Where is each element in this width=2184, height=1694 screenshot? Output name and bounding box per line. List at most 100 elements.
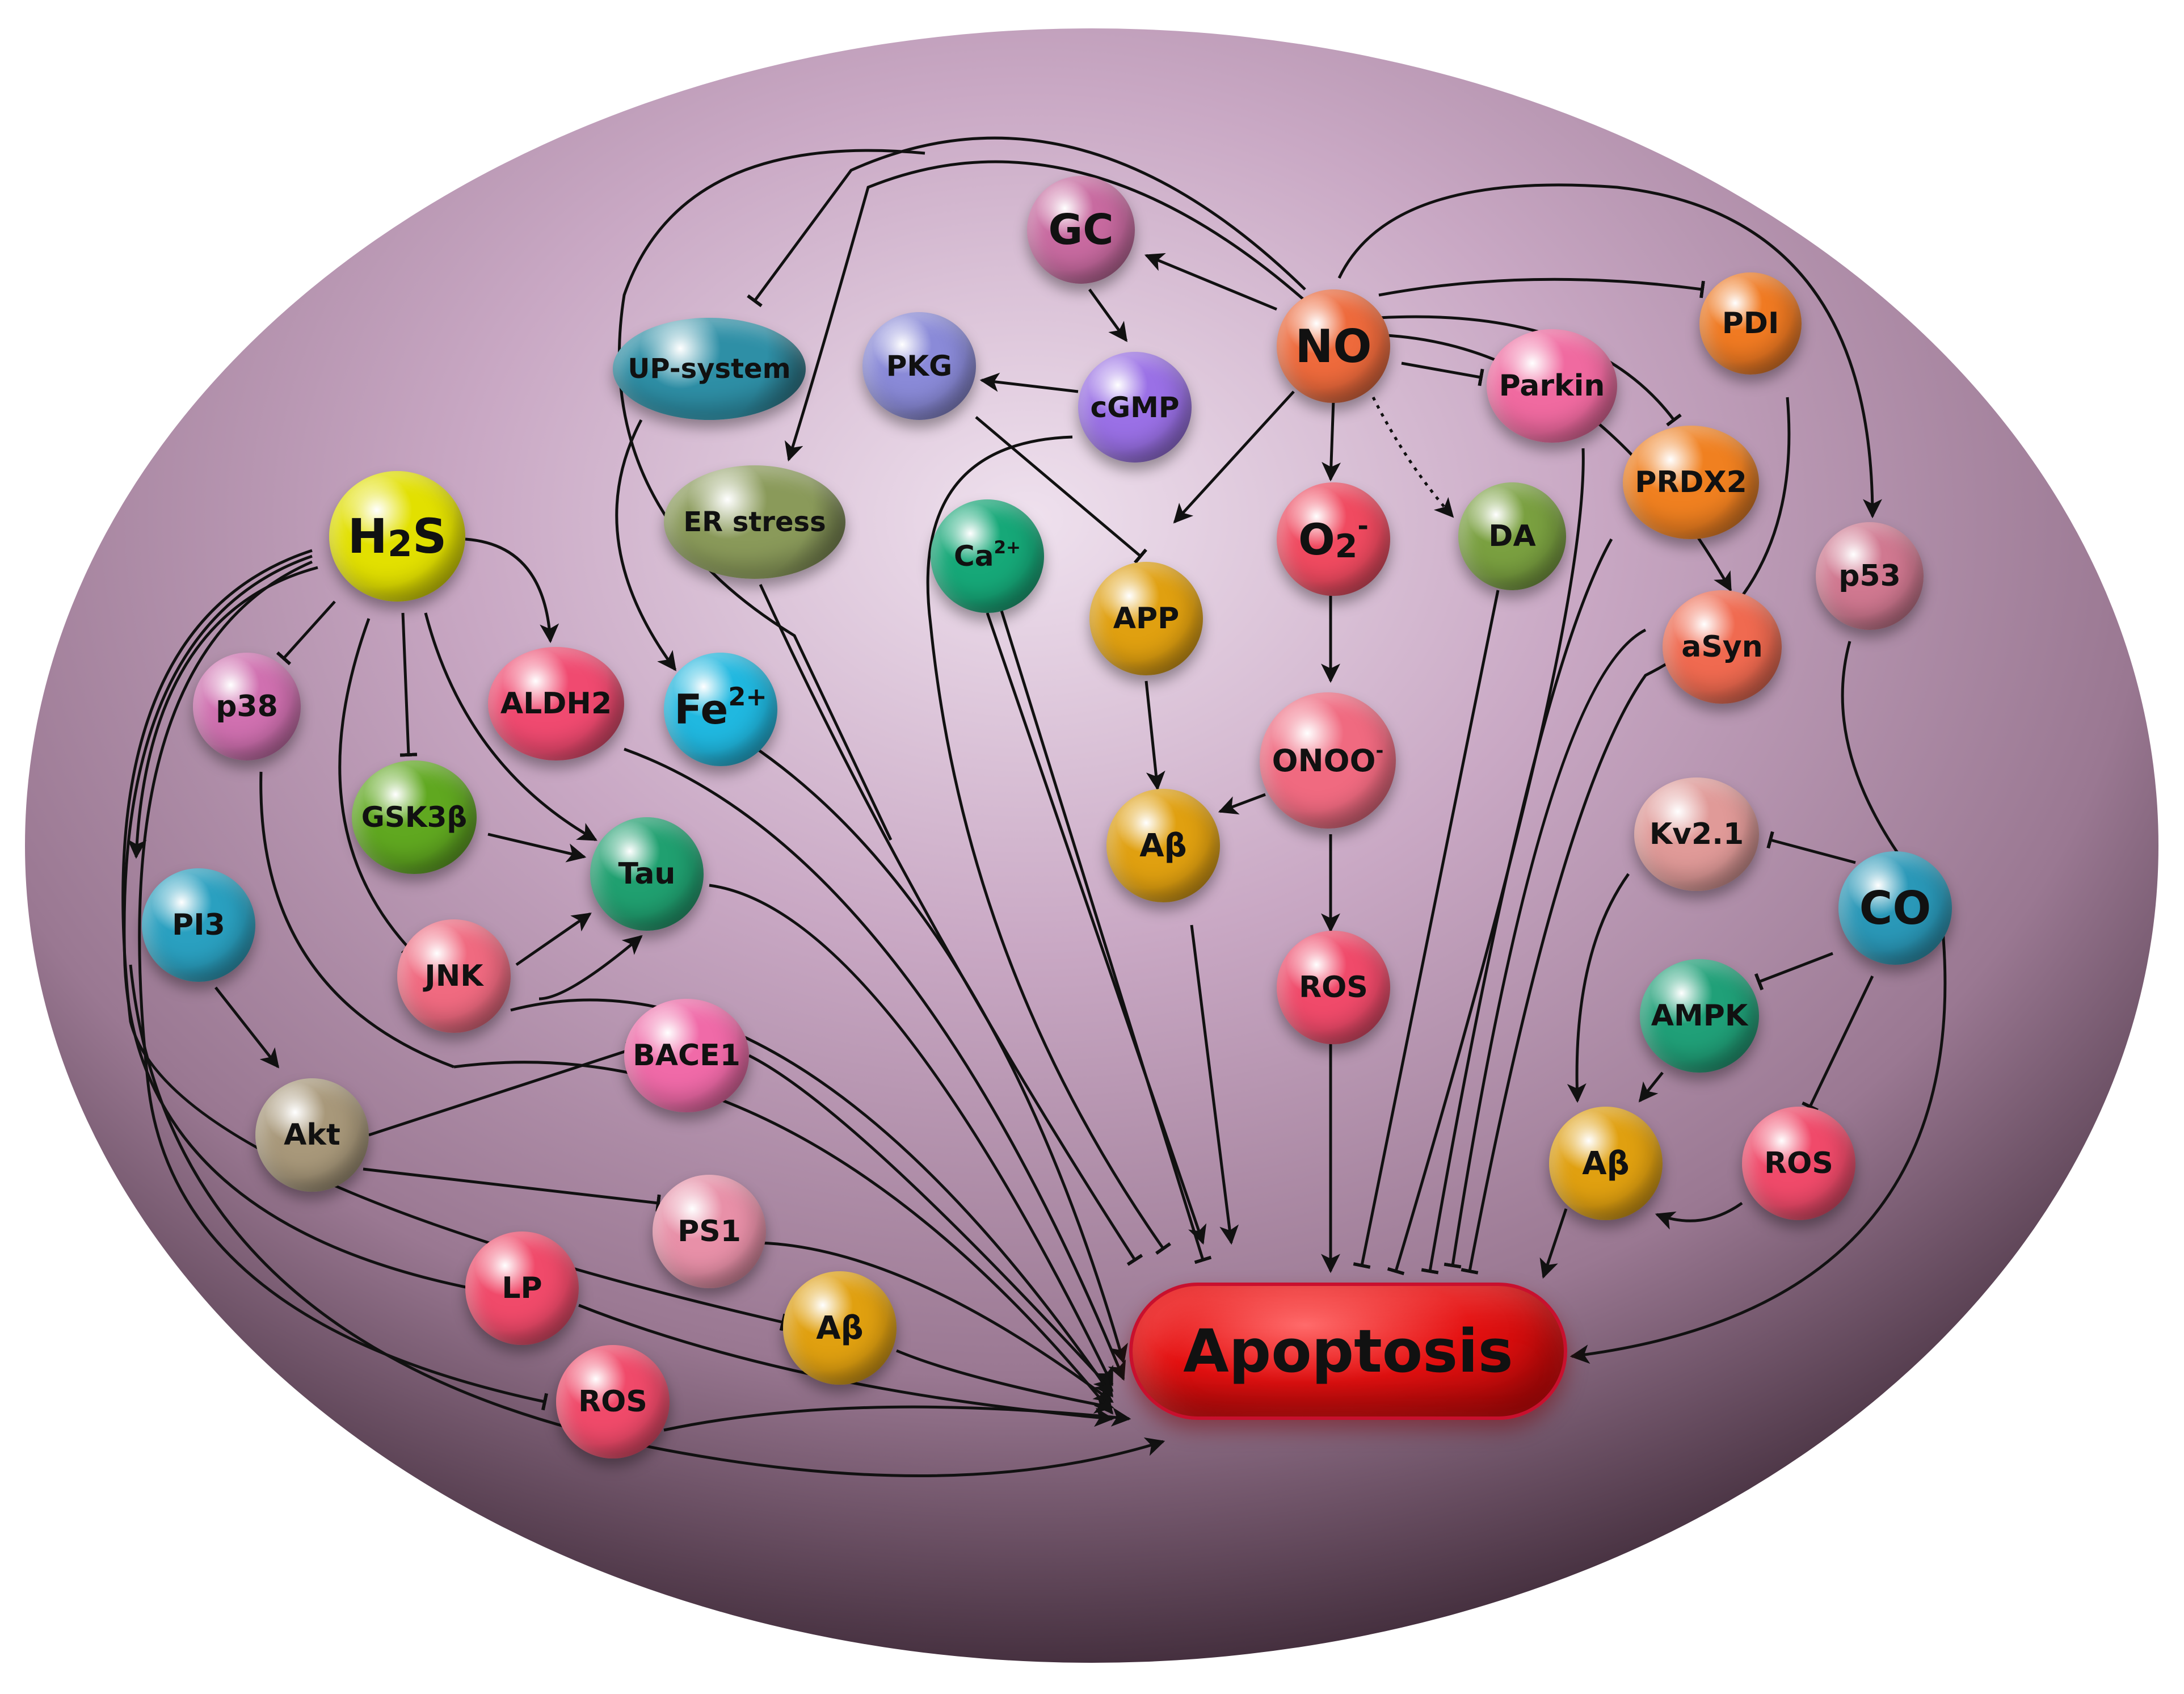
edge-onoo-abeta: [1218, 793, 1266, 815]
ampk-label: AMPK: [1651, 999, 1748, 1033]
cgmp-label: cGMP: [1090, 390, 1180, 424]
pi3-label: PI3: [172, 908, 225, 942]
h2s-label: H2S: [347, 508, 447, 565]
da-node[interactable]: DA: [1458, 482, 1566, 590]
parkin-node[interactable]: Parkin: [1487, 329, 1617, 443]
edge-no-erstress: [784, 160, 1306, 462]
app-node[interactable]: APP: [1089, 562, 1203, 675]
da-label: DA: [1488, 519, 1536, 553]
pdi-node[interactable]: PDI: [1699, 272, 1802, 375]
edge-abeta2-apop: [1539, 1208, 1568, 1279]
ros-label-center: ROS: [1299, 970, 1368, 1004]
edge-ampk-abeta: [1638, 1071, 1664, 1103]
edge-prdx2-apop: [1421, 538, 1613, 1275]
p38-node[interactable]: p38: [193, 653, 301, 760]
kv21-node[interactable]: Kv2.1: [1634, 777, 1759, 891]
ros-node-right[interactable]: ROS: [1742, 1107, 1855, 1220]
edge-h2s-abeta3: [121, 549, 787, 1331]
peroxynitrite-label: ONOO-: [1272, 739, 1384, 779]
p38-label: p38: [216, 690, 278, 724]
abeta-node-center[interactable]: Aβ: [1106, 789, 1220, 902]
cgmp-node[interactable]: cGMP: [1078, 352, 1192, 463]
up-system-label: UP-system: [628, 353, 791, 385]
asyn-node[interactable]: aSyn: [1663, 590, 1782, 704]
up-system-node[interactable]: UP-system: [613, 318, 806, 420]
edge-jnk-tau2: [538, 935, 643, 1001]
edge-app-abeta: [1144, 680, 1165, 791]
edge-tau-apop: [709, 884, 1114, 1387]
abeta-node-left[interactable]: Aβ: [783, 1271, 897, 1385]
edge-ros-abeta: [1655, 1201, 1743, 1230]
fe-label: Fe2+: [674, 682, 767, 733]
pdi-label: PDI: [1722, 306, 1779, 341]
bace1-node[interactable]: BACE1: [624, 999, 749, 1112]
edge-h2s-tau: [424, 612, 597, 842]
tau-node[interactable]: Tau: [590, 817, 704, 931]
apoptosis-node[interactable]: Apoptosis: [1129, 1283, 1567, 1420]
pi3-node[interactable]: PI3: [142, 868, 255, 982]
edge-no-gc: [1144, 253, 1277, 311]
abeta-label-left: Aβ: [816, 1309, 864, 1347]
superoxide-node[interactable]: O2-: [1277, 482, 1390, 596]
edge-no-da: [1371, 396, 1454, 518]
edge-h2s-p38: [276, 600, 336, 666]
h2s-node[interactable]: H2S: [329, 471, 465, 602]
edge-jnk-apop: [510, 998, 1114, 1398]
ps1-label: PS1: [677, 1214, 741, 1249]
ampk-node[interactable]: AMPK: [1640, 959, 1759, 1073]
abeta-node-right[interactable]: Aβ: [1549, 1107, 1663, 1220]
edge-abeta1-apop: [1190, 924, 1239, 1245]
edge-jnk-tau: [515, 912, 592, 966]
ps1-node[interactable]: PS1: [653, 1175, 766, 1288]
peroxynitrite-node[interactable]: ONOO-: [1260, 692, 1396, 829]
p53-label: p53: [1838, 559, 1901, 593]
aldh2-label: ALDH2: [500, 687, 612, 721]
ros-label-left: ROS: [578, 1385, 647, 1419]
tau-label: Tau: [618, 857, 676, 891]
edge-app-apop: [986, 612, 1207, 1245]
ros-node-center[interactable]: ROS: [1277, 931, 1390, 1044]
apoptosis-label: Apoptosis: [1183, 1317, 1513, 1386]
abeta-label-right: Aβ: [1582, 1145, 1630, 1182]
edge-fe-apop: [748, 742, 1128, 1364]
edge-no-parkin: [1401, 362, 1484, 386]
app-label: APP: [1113, 602, 1180, 636]
edge-bace1-apop: [748, 1054, 1114, 1392]
edge-ca-apop: [997, 601, 1212, 1264]
edge-pdi-apop: [1461, 397, 1791, 1275]
edge-co-ros: [1802, 975, 1874, 1112]
gsk3b-node[interactable]: GSK3β: [352, 760, 477, 874]
prdx2-node[interactable]: PRDX2: [1623, 426, 1759, 539]
edge-gc-cgmp: [1088, 288, 1128, 342]
er-stress-node[interactable]: ER stress: [664, 465, 845, 579]
lp-node[interactable]: LP: [465, 1231, 579, 1345]
edge-kv21-abeta: [1567, 873, 1630, 1103]
edge-asyn-apop: [1444, 628, 1647, 1269]
edge-h2s-gsk3b: [399, 612, 418, 757]
akt-node[interactable]: Akt: [255, 1078, 369, 1192]
p53-node[interactable]: p53: [1816, 522, 1924, 630]
edge-pi3-akt: [214, 986, 280, 1069]
gc-node[interactable]: GC: [1027, 176, 1135, 284]
ros-node-left[interactable]: ROS: [556, 1345, 670, 1458]
edge-ps1-apop: [760, 1241, 1114, 1403]
pkg-node[interactable]: PKG: [862, 312, 976, 420]
ca-node[interactable]: Ca2+: [931, 499, 1044, 613]
co-node[interactable]: CO: [1838, 851, 1952, 965]
edge-ros3-apop: [663, 1405, 1131, 1432]
no-label: NO: [1295, 320, 1372, 373]
pkg-label: PKG: [886, 350, 953, 382]
akt-label: Akt: [284, 1118, 340, 1152]
fe-node[interactable]: Fe2+: [664, 653, 777, 766]
aldh2-node[interactable]: ALDH2: [488, 647, 624, 760]
edges: [121, 136, 1947, 1477]
asyn-label: aSyn: [1681, 630, 1763, 664]
jnk-node[interactable]: JNK: [397, 919, 511, 1033]
edge-er-apop: [759, 583, 1143, 1266]
prdx2-label: PRDX2: [1635, 465, 1747, 499]
no-node[interactable]: NO: [1277, 289, 1390, 403]
edge-aldh2-apop: [624, 747, 1126, 1381]
superoxide-label: O2-: [1298, 511, 1369, 566]
edge-co-kv21: [1766, 831, 1856, 864]
edge-cgmp-apop: [926, 435, 1172, 1255]
